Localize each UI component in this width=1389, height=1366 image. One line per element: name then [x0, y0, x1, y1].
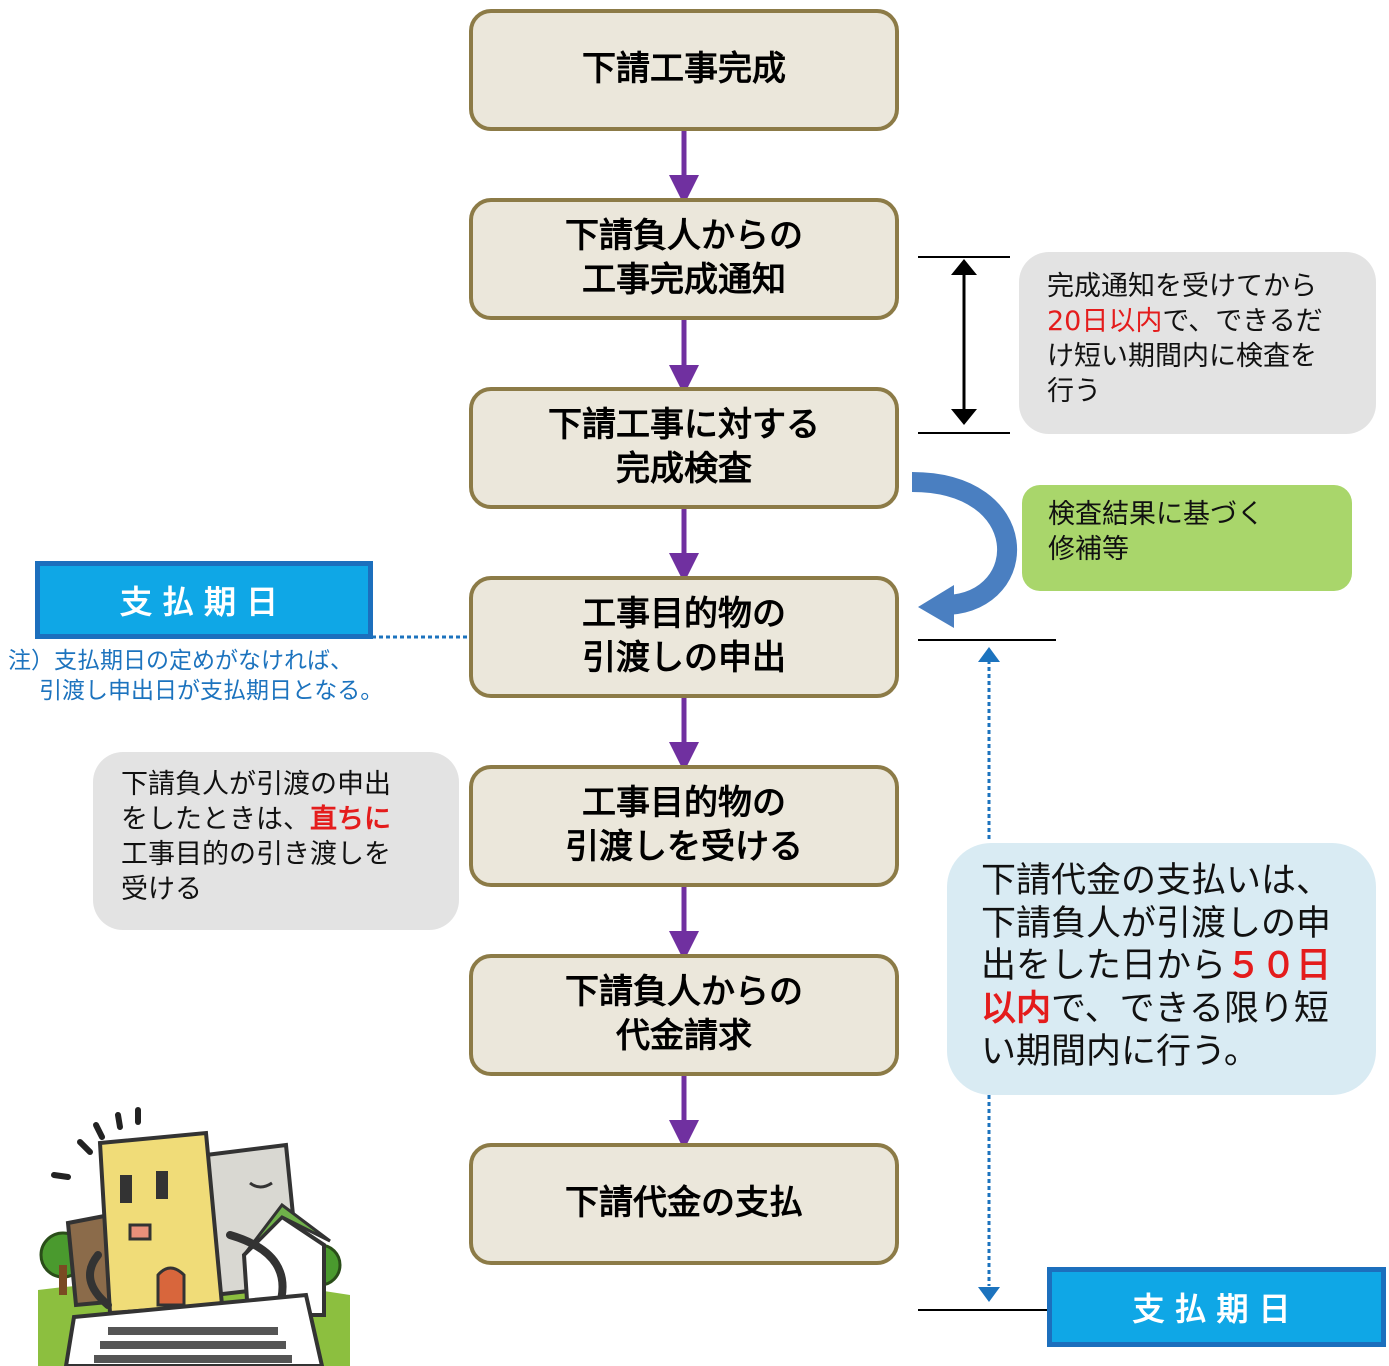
step-label-line2: 代金請求 — [616, 1016, 752, 1056]
within-highlight: 以内 — [981, 989, 1052, 1030]
callout-line: 完成通知を受けてから — [1047, 271, 1317, 302]
footnote-line: 引渡し申出日が支払期日となる。 — [39, 678, 384, 705]
step-payment-claim: 下請負人からの 代金請求 — [469, 954, 899, 1076]
building-mascot-illustration — [38, 1107, 350, 1366]
payment-date-label-right: 支払期日 — [1047, 1267, 1386, 1347]
step-label-line1: 工事目的物の — [582, 594, 786, 635]
callout-line: い期間内に行う。 — [981, 1031, 1259, 1072]
callout-line: 修補等 — [1048, 534, 1129, 566]
step-label-line2: 引渡しを受ける — [565, 827, 803, 867]
callout-line: 検査結果に基づく — [1048, 499, 1264, 530]
inspection-deadline-highlight: 20日以内 — [1047, 306, 1163, 338]
callout-line: 下請負人が引渡の申出 — [121, 769, 391, 800]
callout-line: 以内で、できる限り短 — [981, 989, 1329, 1030]
immediate-delivery-callout: 下請負人が引渡の申出 をしたときは、直ちに 工事目的の引き渡しを 受ける — [93, 752, 459, 930]
callout-line: 工事目的の引き渡しを — [121, 839, 391, 871]
payment-deadline-callout: 下請代金の支払いは、 下請負人が引渡しの申 出をした日から５０日 以内で、できる… — [947, 843, 1376, 1095]
callout-line: け短い期間内に検査を — [1047, 341, 1317, 373]
payment-date-label-left: 支払期日 — [35, 561, 373, 639]
callout-line: 20日以内で、できるだ — [1047, 306, 1323, 338]
callout-line: 受ける — [121, 874, 202, 906]
fifty-days-highlight: ５０日 — [1226, 946, 1332, 987]
callout-line: 下請負人が引渡しの申 — [981, 903, 1332, 944]
step-delivery-request: 工事目的物の 引渡しの申出 — [469, 576, 899, 698]
footnote-line: 注）支払期日の定めがなければ、 — [8, 648, 353, 674]
callout-line: 下請代金の支払いは、 — [981, 861, 1332, 901]
callout-line: をしたときは、直ちに — [121, 804, 391, 836]
step-label-line1: 下請負人からの — [565, 972, 803, 1013]
step-construction-complete: 下請工事完成 — [469, 9, 899, 131]
step-label-line1: 工事目的物の — [582, 783, 786, 824]
step-completion-inspection: 下請工事に対する 完成検査 — [469, 387, 899, 509]
callout-line: 行う — [1047, 376, 1101, 408]
payment-date-footnote: 注）支払期日の定めがなければ、 引渡し申出日が支払期日となる。 — [8, 646, 383, 707]
step-label: 下請工事完成 — [582, 49, 786, 90]
payment-period-bracket — [918, 639, 1056, 1311]
callout-line: 出をした日から５０日 — [981, 946, 1332, 987]
step-label-line1: 下請工事に対する — [548, 405, 820, 446]
step-label-line2: 引渡しの申出 — [582, 638, 786, 678]
inspection-deadline-callout: 完成通知を受けてから 20日以内で、できるだ け短い期間内に検査を 行う — [1019, 252, 1376, 434]
step-completion-notice: 下請負人からの 工事完成通知 — [469, 198, 899, 320]
inspection-period-bracket — [918, 256, 1010, 434]
step-label: 下請代金の支払 — [565, 1183, 803, 1224]
repair-callout: 検査結果に基づく 修補等 — [1022, 485, 1352, 591]
step-label-line2: 完成検査 — [616, 449, 752, 489]
immediately-highlight: 直ちに — [310, 804, 391, 836]
step-label-line2: 工事完成通知 — [582, 260, 786, 300]
step-payment: 下請代金の支払 — [469, 1143, 899, 1265]
repair-curved-arrow — [911, 472, 1018, 628]
step-label-line1: 下請負人からの — [565, 216, 803, 257]
step-receive-delivery: 工事目的物の 引渡しを受ける — [469, 765, 899, 887]
